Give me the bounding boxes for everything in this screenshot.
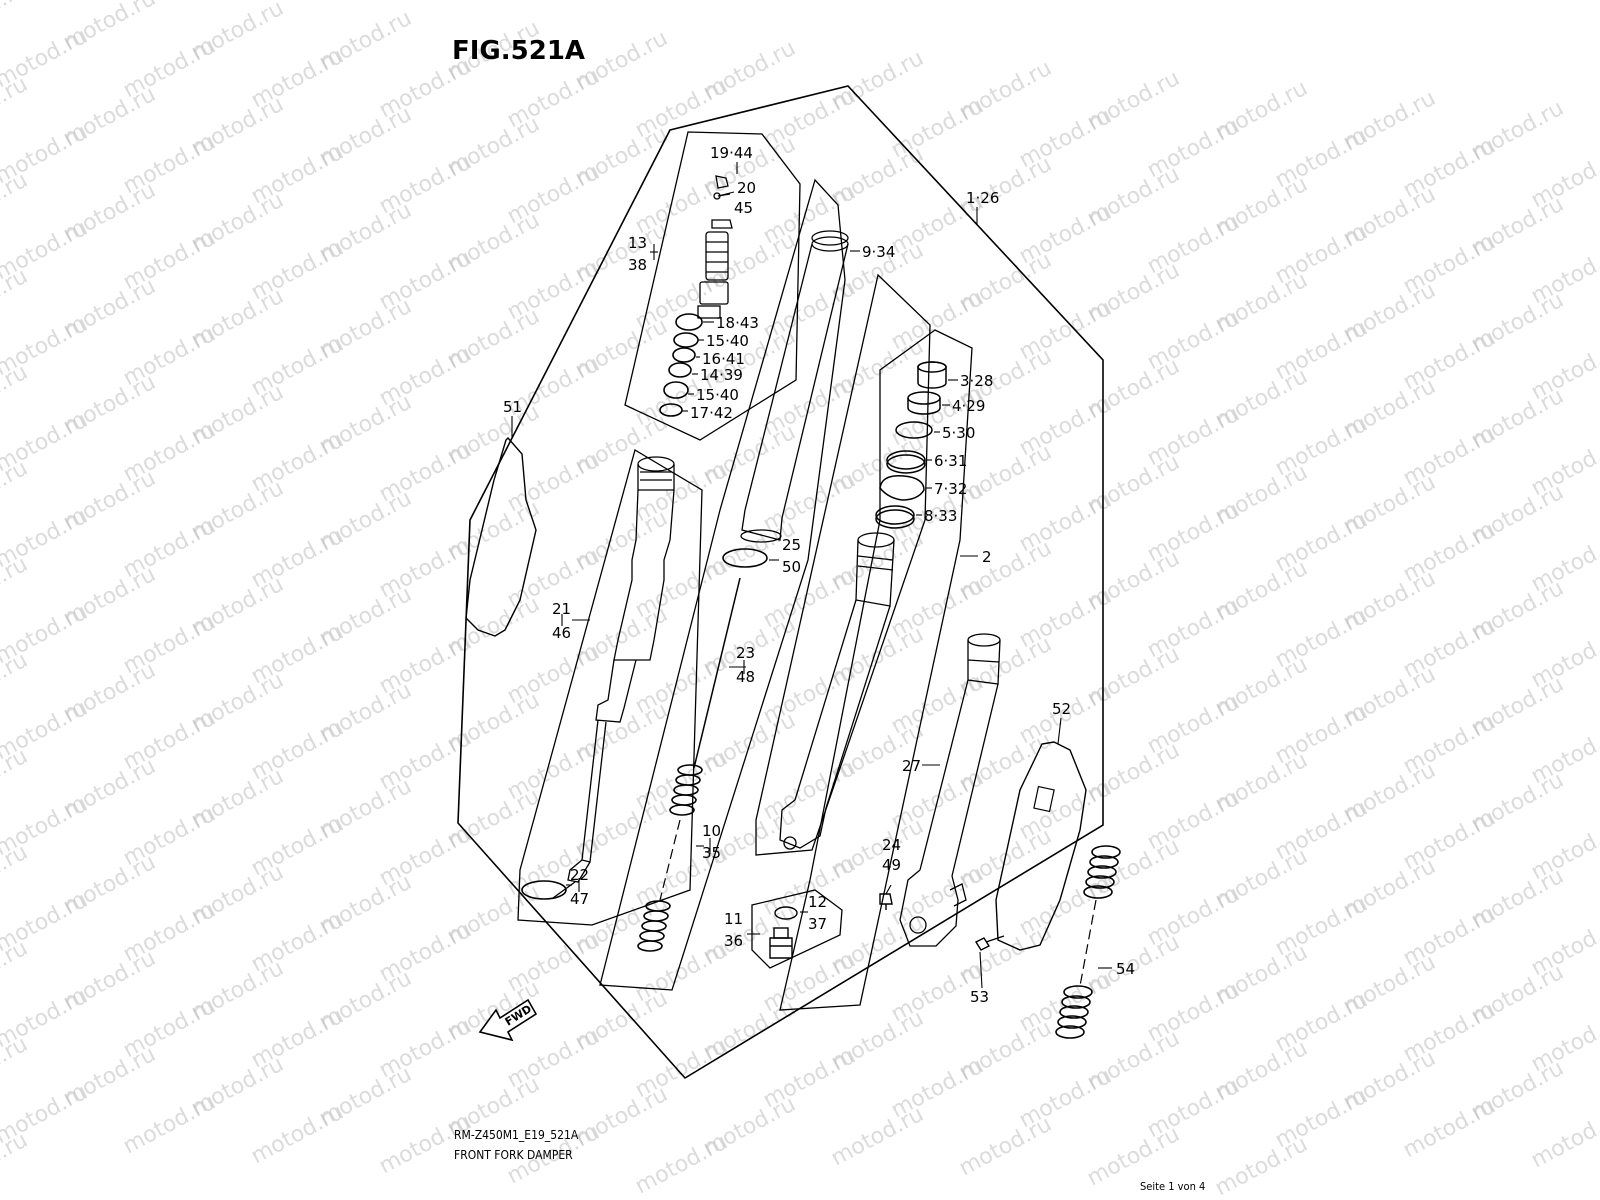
watermark-text: motod.ru: [119, 1090, 220, 1159]
figure-title: FIG.521A: [452, 36, 586, 66]
page-indicator: Seite 1 von 4: [1140, 1180, 1206, 1193]
assembly-frame-outer: [457, 85, 1104, 1080]
model-code: RM-Z450M1_E19_521A: [454, 1128, 579, 1142]
watermark-text: motod.ru: [827, 1102, 928, 1171]
watermark-text: motod.ru: [0, 456, 32, 525]
callout-54: 54: [1116, 960, 1135, 978]
callout-16-41: 16·41: [702, 350, 745, 368]
inner-tube: [740, 230, 849, 543]
o-ring-25: [722, 548, 768, 568]
watermark-text: motod.ru: [0, 264, 32, 333]
damper-rod-group-frame: [517, 449, 703, 926]
cartridge-group-frame: [624, 131, 801, 441]
callout-48: 48: [736, 668, 755, 686]
callout-46: 46: [552, 624, 571, 642]
watermark-text: motod.ru: [955, 1112, 1056, 1181]
o-ring-22: [521, 880, 567, 900]
callout-20: 20: [737, 179, 756, 197]
watermark-text: motod.ru: [375, 1110, 476, 1179]
callout-15-40b: 15·40: [696, 386, 739, 404]
base-valve-group-frame: [751, 889, 843, 969]
callout-labels: 19·44 20 45 13 38 18·43 15·40 16·41 14·3…: [503, 144, 1135, 1006]
callout-14-39: 14·39: [700, 366, 743, 384]
lower-tube: [899, 633, 1001, 947]
callout-13: 13: [628, 234, 647, 252]
watermark-text: motod.ru: [631, 1130, 732, 1199]
callout-38: 38: [628, 256, 647, 274]
callout-15-40a: 15·40: [706, 332, 749, 350]
leader-lines: [511, 162, 1112, 989]
callout-3-28: 3·28: [960, 372, 993, 390]
watermark-text: motod.ru: [0, 72, 32, 141]
callout-21: 21: [552, 600, 571, 618]
callout-35: 35: [702, 844, 721, 862]
callout-6-31: 6·31: [934, 452, 967, 470]
callout-45: 45: [734, 199, 753, 217]
watermark-text: motod.ru: [247, 1100, 348, 1169]
outer-tube-group-frame: [755, 273, 931, 856]
watermark-text: motod.ru: [0, 744, 32, 813]
callout-7-32: 7·32: [934, 480, 967, 498]
watermark-text: motod.ru: [0, 1128, 32, 1197]
bolt-53: [974, 935, 1005, 951]
watermark-text: motod.ru: [1527, 1104, 1600, 1173]
spring-group-frame: [599, 178, 846, 991]
callout-5-30: 5·30: [942, 424, 975, 442]
callout-37: 37: [808, 915, 827, 933]
fork-guard-52: [995, 741, 1087, 951]
callout-36: 36: [724, 932, 743, 950]
bushing-group-frame: [779, 329, 973, 1011]
callout-8-33: 8·33: [924, 507, 957, 525]
callout-47: 47: [570, 890, 589, 908]
callout-12: 12: [808, 893, 827, 911]
callout-17-42: 17·42: [690, 404, 733, 422]
fork-guard-51: [465, 436, 537, 637]
callout-11: 11: [724, 910, 743, 928]
callout-9-34: 9·34: [862, 243, 895, 261]
watermark-text: motod.ru: [0, 936, 32, 1005]
base-valve: [769, 906, 798, 959]
figure-description: FRONT FORK DAMPER: [454, 1148, 573, 1162]
watermark-text: motod.ru: [0, 168, 32, 237]
watermark-text: motod.ru: [0, 360, 32, 429]
callout-22: 22: [570, 866, 589, 884]
callout-1-26: 1·26: [966, 189, 999, 207]
callout-4-29: 4·29: [952, 397, 985, 415]
cartridge-washers: [659, 313, 703, 417]
callout-25: 25: [782, 536, 801, 554]
callout-53: 53: [970, 988, 989, 1006]
watermark-text: motod.ru: [0, 1032, 32, 1101]
callout-27: 27: [902, 757, 921, 775]
bolt-24: [879, 893, 893, 910]
cylinder-assembly: [552, 456, 675, 899]
callout-23: 23: [736, 644, 755, 662]
callout-10: 10: [702, 822, 721, 840]
callout-18-43: 18·43: [716, 314, 759, 332]
spring-54: [1083, 845, 1121, 899]
callout-19-44: 19·44: [710, 144, 753, 162]
callout-49: 49: [882, 856, 901, 874]
spring-10: [669, 764, 703, 816]
callout-24: 24: [882, 836, 901, 854]
cartridge-cap-bolt: [697, 175, 733, 319]
callout-51: 51: [503, 398, 522, 416]
watermark-text: motod.ru: [0, 840, 32, 909]
guard-label-plate: [1033, 785, 1055, 813]
bushing-seals: [875, 361, 947, 529]
watermark-text: motod.ru: [0, 0, 32, 45]
watermark-text: motod.ru: [1399, 1094, 1500, 1163]
watermark-text: motod.ru: [0, 648, 32, 717]
spring-10-dash: [659, 819, 681, 901]
spring-10-lower: [637, 900, 671, 952]
outer-tube: [779, 532, 895, 850]
callout-50: 50: [782, 558, 801, 576]
watermark-text: motod.ru: [1211, 1132, 1312, 1200]
watermark-text: motod.ru: [0, 552, 32, 621]
callout-52: 52: [1052, 700, 1071, 718]
rod-23: [693, 577, 741, 769]
spring-54-lower: [1055, 985, 1093, 1039]
callout-2: 2: [982, 548, 992, 566]
